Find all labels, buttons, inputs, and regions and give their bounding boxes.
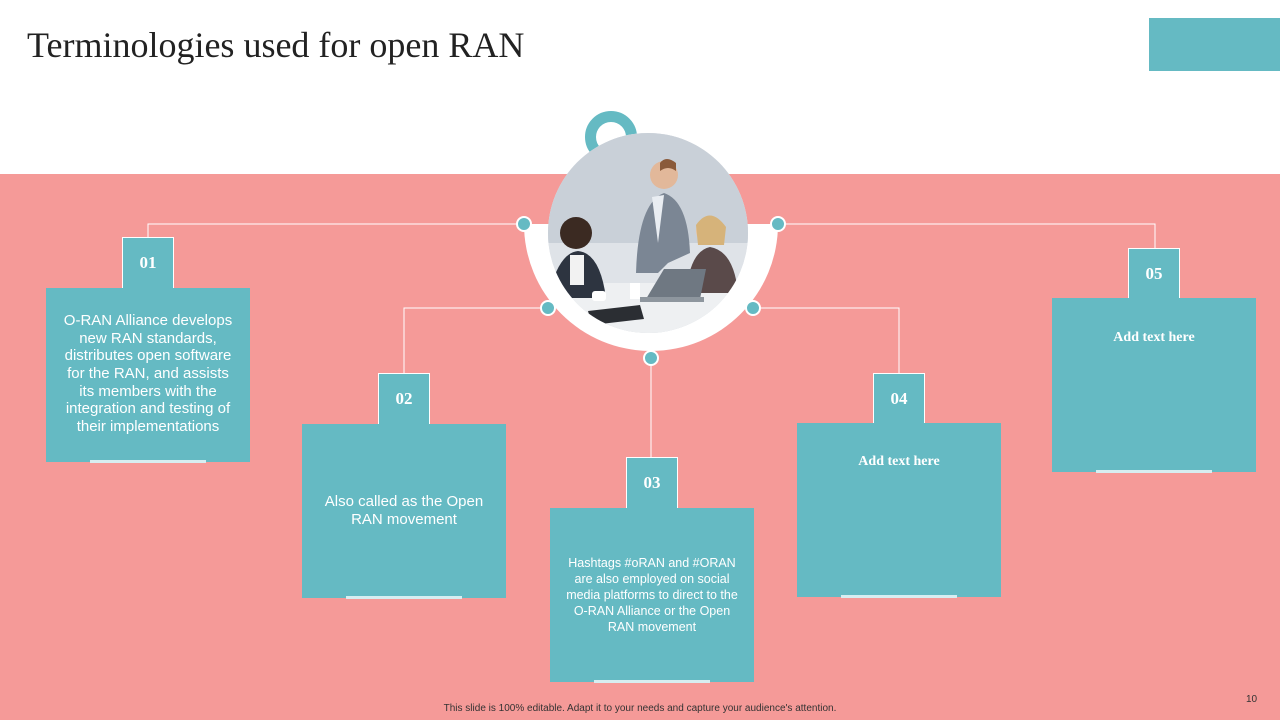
card-underline bbox=[594, 680, 710, 683]
number-tab-01: 01 bbox=[122, 237, 174, 289]
card-text: O-RAN Alliance develops new RAN standard… bbox=[63, 312, 233, 436]
card-text: Also called as the Open RAN movement bbox=[324, 493, 484, 528]
slide-title: Terminologies used for open RAN bbox=[27, 25, 525, 65]
card-underline bbox=[841, 595, 957, 598]
number-tab-03: 03 bbox=[626, 457, 678, 509]
info-card-04: Add text here bbox=[797, 423, 1001, 598]
card-underline bbox=[346, 596, 462, 599]
card-underline bbox=[90, 460, 206, 463]
card-underline bbox=[1096, 470, 1212, 473]
card-text: Add text here bbox=[858, 454, 940, 469]
card-text: Add text here bbox=[1113, 330, 1195, 345]
team-meeting-photo bbox=[548, 133, 748, 333]
page-number: 10 bbox=[1246, 694, 1258, 705]
number-tab-02: 02 bbox=[378, 373, 430, 425]
info-card-01: O-RAN Alliance develops new RAN standard… bbox=[46, 288, 250, 463]
info-card-03: Hashtags #oRAN and #ORAN are also employ… bbox=[550, 508, 754, 683]
number-label: 03 bbox=[643, 473, 661, 492]
number-tab-04: 04 bbox=[873, 373, 925, 425]
accent-rectangle bbox=[1149, 18, 1280, 71]
info-card-05: Add text here bbox=[1052, 298, 1256, 473]
card-text: Hashtags #oRAN and #ORAN are also employ… bbox=[566, 556, 738, 634]
number-label: 01 bbox=[139, 253, 157, 272]
number-label: 05 bbox=[1145, 264, 1163, 283]
number-label: 04 bbox=[890, 389, 908, 408]
footer-note: This slide is 100% editable. Adapt it to… bbox=[443, 703, 837, 714]
number-label: 02 bbox=[395, 389, 413, 408]
number-tab-05: 05 bbox=[1128, 248, 1180, 300]
info-card-02: Also called as the Open RAN movement bbox=[302, 424, 506, 599]
